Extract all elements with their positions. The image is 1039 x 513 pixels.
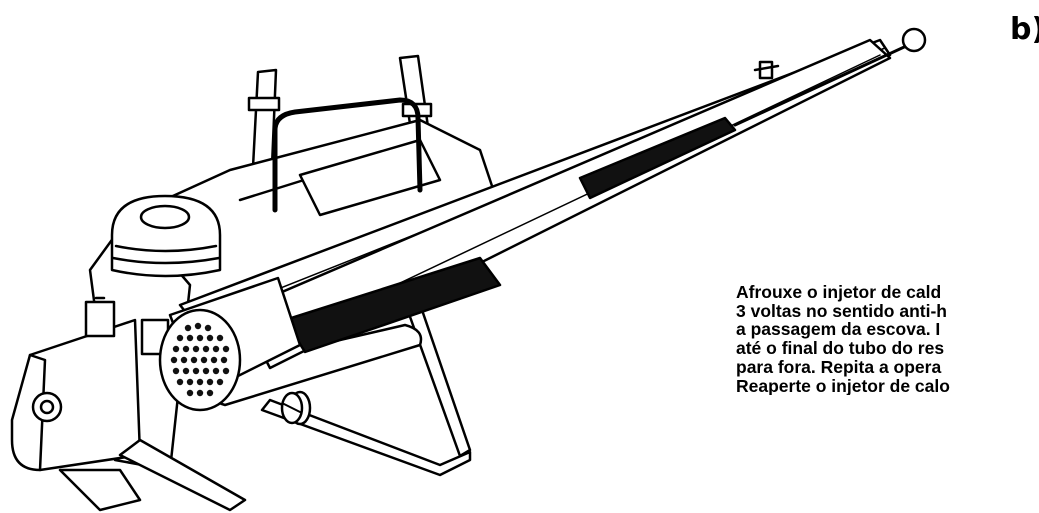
instruction-line: até o final do tubo do res xyxy=(736,338,945,359)
stand-legs xyxy=(58,273,472,512)
panel-label: b) xyxy=(1010,12,1039,47)
exhaust-mesh-icon xyxy=(170,322,230,397)
instruction-line: para fora. Repita a opera xyxy=(736,356,942,377)
instruction-text: Afrouxe o injetor de cald 3 voltas no se… xyxy=(736,283,1039,395)
brush-handle-knob xyxy=(901,27,927,53)
brush-rod xyxy=(733,40,917,127)
tank-cap-icon xyxy=(31,391,63,423)
valve-fitting-left xyxy=(84,296,116,338)
cleaning-brush-front xyxy=(578,116,737,200)
bolt-icon xyxy=(280,391,304,425)
fuel-tank xyxy=(10,318,142,472)
engine-dome xyxy=(110,194,222,278)
instruction-line: Reaperte o injetor de calo xyxy=(736,375,950,396)
instruction-line: Afrouxe o injetor de cald xyxy=(736,283,942,302)
instruction-line: a passagem da escova. I xyxy=(736,319,941,340)
instruction-line: 3 voltas no sentido anti-h xyxy=(736,300,947,321)
barrel-fitting xyxy=(753,60,780,80)
carry-handle xyxy=(272,97,423,213)
